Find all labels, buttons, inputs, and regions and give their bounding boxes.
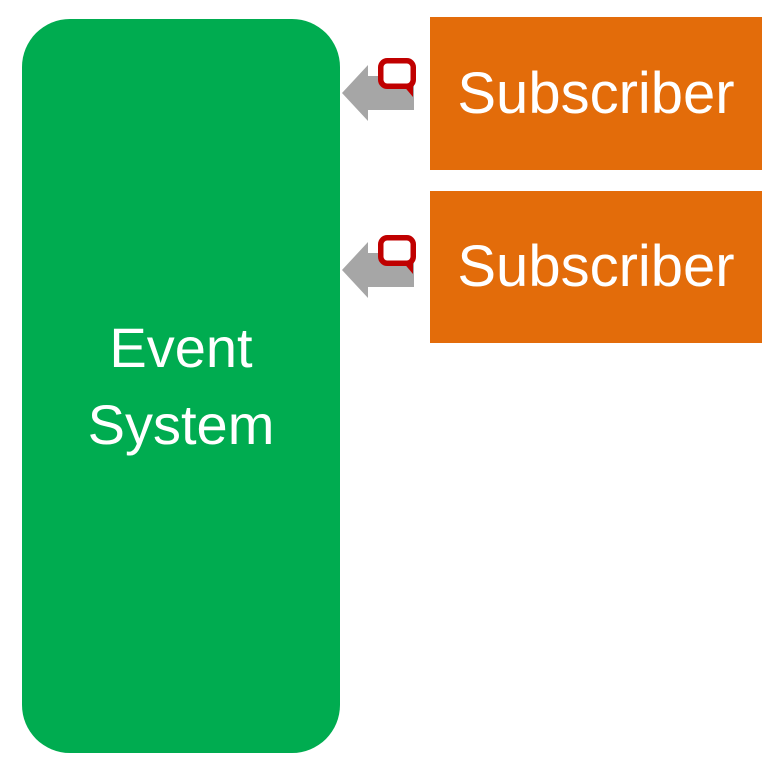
subscriber-box-1: Subscriber — [430, 17, 762, 170]
receive-message-icon — [342, 235, 416, 298]
receive-message-icon — [342, 58, 416, 121]
event-system-label: Event System — [87, 316, 275, 456]
subscriber-box-2: Subscriber — [430, 191, 762, 343]
speech-bubble-icon — [378, 58, 416, 89]
receive-message-connector-1 — [342, 58, 418, 124]
subscriber-label: Subscriber — [457, 234, 735, 299]
subscriber-label: Subscriber — [457, 60, 735, 126]
speech-bubble-icon — [378, 235, 416, 266]
event-system-box: Event System — [22, 19, 340, 753]
receive-message-connector-2 — [342, 235, 418, 301]
